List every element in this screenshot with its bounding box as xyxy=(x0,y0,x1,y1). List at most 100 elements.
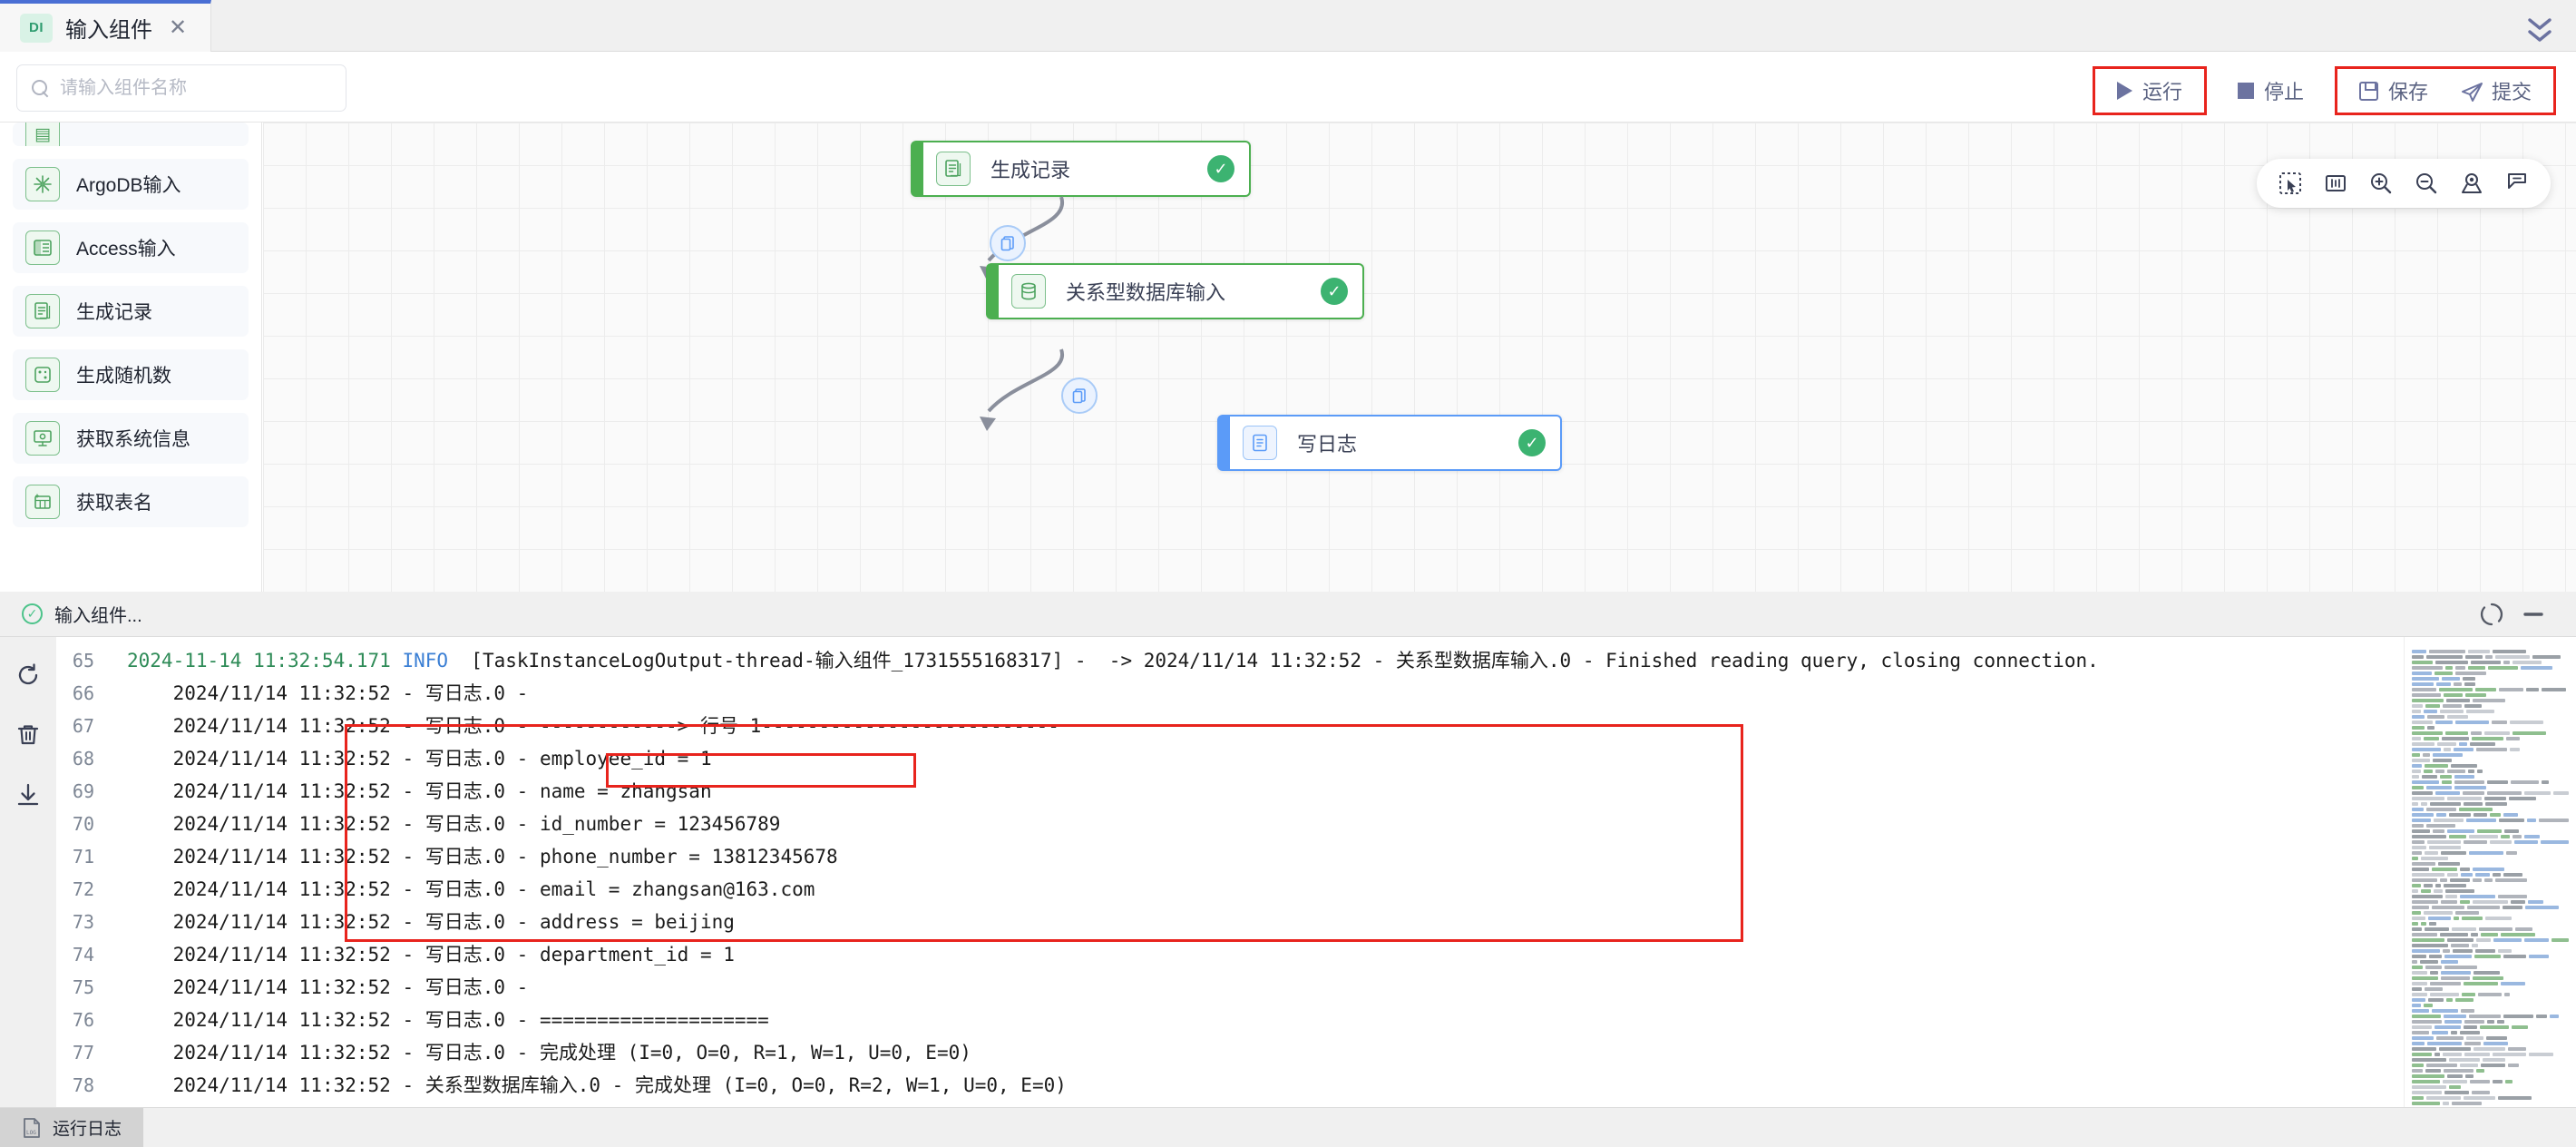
submit-button[interactable]: 提交 xyxy=(2444,72,2548,110)
log-line-number: 75 xyxy=(72,976,94,998)
minimap-row xyxy=(2412,846,2569,849)
minimap-row xyxy=(2412,1042,2569,1045)
save-icon xyxy=(2358,81,2378,101)
minimap-row xyxy=(2412,949,2569,953)
minimap-row xyxy=(2412,688,2569,691)
node-write-log[interactable]: 写日志 ✓ xyxy=(1217,415,1562,471)
log-line-text: 2024/11/14 11:32:52 - 写日志.0 - xyxy=(127,682,540,704)
locate-icon[interactable] xyxy=(2453,164,2491,202)
search-input[interactable] xyxy=(60,77,331,99)
minimap-row xyxy=(2412,666,2569,670)
sidebar-item-generate-record[interactable]: 生成记录 xyxy=(13,286,249,337)
workflow-canvas[interactable]: 生成记录 ✓ 关系型数据库输入 ✓ xyxy=(263,123,2576,592)
minimap-row xyxy=(2412,1091,2569,1094)
log-minimap[interactable] xyxy=(2404,637,2576,1107)
minimap-row xyxy=(2412,873,2569,877)
refresh-icon[interactable] xyxy=(12,659,44,691)
log-line-number: 69 xyxy=(72,780,94,802)
minimap-row xyxy=(2412,1069,2569,1073)
delete-icon[interactable] xyxy=(12,719,44,751)
download-icon[interactable] xyxy=(12,779,44,811)
sidebar-item-label: 生成随机数 xyxy=(76,366,171,387)
chevron-double-down-icon[interactable] xyxy=(2503,0,2576,51)
minimap-row xyxy=(2412,851,2569,855)
minimap-row xyxy=(2412,878,2569,882)
search-wrapper xyxy=(16,64,346,112)
log-line-number: 73 xyxy=(72,911,94,933)
sidebar-item-argodb[interactable]: ArgoDB输入 xyxy=(13,159,249,210)
minimap-row xyxy=(2412,1080,2569,1083)
minimap-row xyxy=(2412,704,2569,708)
edge-layer xyxy=(980,196,1065,431)
log-line-text: 2024/11/14 11:32:52 - 写日志.0 - department… xyxy=(127,944,735,966)
log-line: 76 2024/11/14 11:32:52 - 写日志.0 - =======… xyxy=(56,1004,2576,1036)
minimap-row xyxy=(2412,1020,2569,1024)
minimap-row xyxy=(2412,884,2569,887)
canvas-toolbar[interactable] xyxy=(2257,159,2551,208)
edge-copy-button-2[interactable] xyxy=(1061,377,1098,414)
edge-copy-button-1[interactable] xyxy=(990,225,1026,261)
fit-to-screen-icon[interactable] xyxy=(2317,164,2355,202)
minimap-row xyxy=(2412,775,2569,779)
minimap-row xyxy=(2412,802,2569,806)
stop-group: 停止 xyxy=(2221,72,2320,110)
stop-button[interactable]: 停止 xyxy=(2221,72,2320,110)
minimap-row xyxy=(2412,835,2569,838)
minimap-row xyxy=(2412,786,2569,789)
save-button[interactable]: 保存 xyxy=(2343,72,2444,110)
log-tab-label: 输入组件... xyxy=(54,606,142,626)
minimap-row xyxy=(2412,1047,2569,1051)
log-line-number: 67 xyxy=(72,715,94,737)
status-success-icon: ✓ xyxy=(1321,278,1348,305)
node-generate-record[interactable]: 生成记录 ✓ xyxy=(911,141,1251,197)
minimap-row xyxy=(2412,960,2569,964)
sidebar-item-0[interactable]: ▤ xyxy=(13,123,249,146)
sidebar-item-label: 生成记录 xyxy=(76,302,152,323)
sidebar-item-label: Access输入 xyxy=(76,239,176,260)
log-line-text: 2024/11/14 11:32:52 - 写日志.0 - employee_i… xyxy=(127,748,712,770)
zoom-out-icon[interactable] xyxy=(2407,164,2445,202)
log-tab-input-component[interactable]: ✓ 输入组件... xyxy=(22,601,142,627)
minimap-row xyxy=(2412,1036,2569,1040)
sidebar-item-system-info[interactable]: 获取系统信息 xyxy=(13,413,249,464)
bookmark-icon[interactable] xyxy=(2498,164,2536,202)
minimap-row xyxy=(2412,819,2569,822)
minimap-row xyxy=(2412,900,2569,904)
close-icon[interactable]: ✕ xyxy=(169,15,188,40)
minimap-row xyxy=(2412,759,2569,762)
minimap-row xyxy=(2412,944,2569,947)
run-button[interactable]: 运行 xyxy=(2101,72,2199,110)
submit-label: 提交 xyxy=(2491,81,2532,103)
action-buttons: 运行 停止 保存 提交 xyxy=(2092,66,2556,115)
log-line-number: 74 xyxy=(72,944,94,966)
node-label: 生成记录 xyxy=(990,159,1071,181)
log-line: 74 2024/11/14 11:32:52 - 写日志.0 - departm… xyxy=(56,938,2576,971)
node-relational-db-input[interactable]: 关系型数据库输入 ✓ xyxy=(986,263,1364,319)
status-tab-run-log[interactable]: LOG 运行日志 xyxy=(0,1108,144,1147)
access-icon xyxy=(25,230,60,265)
sidebar-item-table-name[interactable]: 获取表名 xyxy=(13,476,249,527)
zoom-in-icon[interactable] xyxy=(2362,164,2400,202)
sidebar-item-random-number[interactable]: 生成随机数 xyxy=(13,349,249,400)
database-icon xyxy=(1011,274,1046,309)
sync-icon[interactable] xyxy=(2471,593,2513,635)
minimap-row xyxy=(2412,797,2569,800)
select-area-icon[interactable] xyxy=(2271,164,2309,202)
component-sidebar[interactable]: ▤ ArgoDB输入 Access输入 生成记录 生成随机数 xyxy=(0,123,262,592)
search-box[interactable] xyxy=(16,64,346,112)
node-accent xyxy=(1217,415,1230,471)
minimize-icon[interactable] xyxy=(2513,593,2554,635)
minimap-row xyxy=(2412,693,2569,697)
log-line-text: 2024/11/14 11:32:52 - 写日志.0 - 完成处理 (I=0,… xyxy=(127,1042,971,1064)
log-line: 73 2024/11/14 11:32:52 - 写日志.0 - address… xyxy=(56,906,2576,938)
sidebar-item-access[interactable]: Access输入 xyxy=(13,222,249,273)
stop-icon xyxy=(2237,83,2254,99)
log-line-text: 2024/11/14 11:32:52 - 写日志.0 - address = … xyxy=(127,911,735,933)
log-file-icon: LOG xyxy=(22,1117,42,1139)
minimap-row xyxy=(2412,1085,2569,1089)
tab-input-component[interactable]: DI 输入组件 ✕ xyxy=(0,0,212,52)
minimap-row xyxy=(2412,933,2569,936)
minimap-row xyxy=(2412,748,2569,751)
log-line-number: 70 xyxy=(72,813,94,835)
